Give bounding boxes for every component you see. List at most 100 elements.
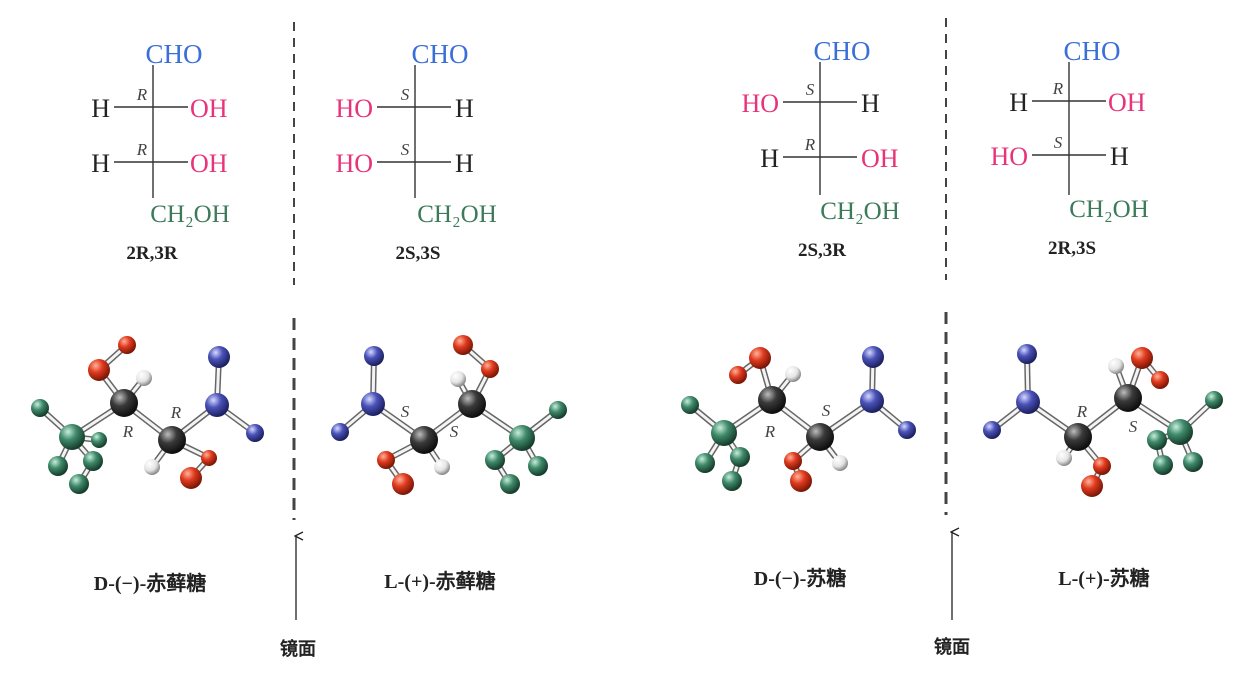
green-atom	[83, 451, 103, 471]
carbon-atom	[806, 423, 834, 451]
top-group: CHO	[411, 39, 468, 69]
green-atom	[69, 474, 89, 494]
fischer-projection-4: CHO H OH R HO H S CH₂OH 2R,3S	[990, 36, 1148, 259]
configuration-label: 2S,3S	[396, 243, 441, 264]
bottom-group: CH₂OH	[150, 201, 230, 228]
c3-config: S	[401, 140, 410, 159]
carbon-atom	[458, 390, 486, 418]
molecule-model-2: S S	[331, 335, 567, 495]
mirror-plane-1: 镜面	[280, 22, 316, 659]
c2-right-substituent: H	[861, 89, 880, 118]
c3-config: R	[136, 140, 148, 159]
green-atom	[48, 456, 68, 476]
c2-config: S	[401, 85, 410, 104]
blue-atom	[361, 392, 385, 416]
green-atom	[711, 420, 737, 446]
molecule-model-1: R R	[31, 336, 264, 494]
oxygen-atom	[784, 452, 802, 470]
compound-name-1: D-(−)-赤藓糖	[94, 571, 206, 595]
carbon-atom	[758, 386, 786, 414]
c2-config: S	[806, 80, 815, 99]
oxygen-atom	[1131, 347, 1153, 369]
carbon-atom	[410, 426, 438, 454]
mirror-label: 镜面	[280, 638, 316, 659]
green-atom	[1147, 430, 1167, 450]
oxygen-atom	[749, 347, 771, 369]
green-atom	[1153, 455, 1173, 475]
bottom-group: CH₂OH	[417, 201, 497, 228]
c2-right-substituent: H	[455, 94, 474, 123]
top-group: CHO	[145, 39, 202, 69]
configuration-label: 2R,3R	[126, 243, 177, 264]
c2-config: R	[1052, 79, 1064, 98]
blue-atom	[208, 346, 230, 368]
green-atom	[681, 396, 699, 414]
mirror-plane-2: 镜面	[934, 18, 970, 657]
hydrogen-atom	[785, 366, 801, 382]
green-atom	[485, 450, 505, 470]
blue-atom	[364, 346, 384, 366]
top-group: CHO	[1063, 36, 1120, 66]
atoms	[31, 336, 264, 494]
green-atom	[695, 453, 715, 473]
compound-name-2: L-(+)-赤藓糖	[384, 569, 495, 593]
c3-right-substituent: H	[455, 149, 474, 178]
fischer-projection-2: CHO HO H S HO H S CH₂OH 2S,3S	[335, 39, 496, 264]
c3-config: S	[1054, 133, 1063, 152]
oxygen-atom	[481, 360, 499, 378]
blue-atom	[1016, 390, 1040, 414]
fischer-projection-1: CHO H OH R H OH R CH₂OH 2R,3R	[91, 39, 230, 264]
green-atom	[1167, 419, 1193, 445]
green-atom	[1205, 391, 1223, 409]
compound-name-3: D-(−)-苏糖	[754, 566, 846, 590]
blue-atom	[1017, 344, 1037, 364]
blue-atom	[331, 423, 349, 441]
molecule-model-4: R S	[983, 344, 1223, 497]
hydrogen-atom	[434, 459, 450, 475]
blue-atom	[898, 421, 916, 439]
hydrogen-atom	[450, 371, 466, 387]
c2-right-substituent: OH	[1108, 88, 1146, 117]
hydrogen-atom	[1056, 450, 1072, 466]
green-atom	[500, 474, 520, 494]
stereocenter-a-config: R	[1076, 402, 1088, 421]
c3-right-substituent: H	[1110, 142, 1129, 171]
c2-left-substituent: HO	[741, 89, 779, 118]
oxygen-atom	[201, 450, 217, 466]
oxygen-atom	[1093, 457, 1111, 475]
c3-left-substituent: H	[91, 149, 110, 178]
c2-right-substituent: OH	[190, 94, 228, 123]
stereocenter-b-config: R	[170, 403, 182, 422]
atoms	[681, 346, 916, 492]
c2-left-substituent: HO	[335, 94, 373, 123]
blue-atom	[860, 389, 884, 413]
atoms	[331, 335, 567, 495]
oxygen-atom	[1081, 475, 1103, 497]
blue-atom	[246, 424, 264, 442]
bottom-group: CH₂OH	[1069, 196, 1149, 223]
oxygen-atom	[1151, 371, 1169, 389]
oxygen-atom	[180, 467, 202, 489]
carbon-atom	[110, 389, 138, 417]
compound-name-4: L-(+)-苏糖	[1058, 566, 1149, 590]
stereocenter-b-config: S	[450, 422, 459, 441]
stereocenter-a-config: R	[764, 422, 776, 441]
mirror-label: 镜面	[934, 636, 970, 657]
c3-left-substituent: HO	[990, 142, 1028, 171]
carbon-atom	[1114, 384, 1142, 412]
molecule-model-3: R S	[681, 346, 916, 492]
oxygen-atom	[377, 451, 395, 469]
green-atom	[91, 432, 107, 448]
stereocenter-b-config: S	[1129, 417, 1138, 436]
blue-atom	[862, 346, 884, 368]
oxygen-atom	[88, 359, 110, 381]
c3-right-substituent: OH	[861, 144, 899, 173]
green-atom	[722, 471, 742, 491]
green-atom	[31, 399, 49, 417]
stereocenter-b-config: S	[822, 401, 831, 420]
green-atom	[730, 447, 750, 467]
oxygen-atom	[392, 473, 414, 495]
c3-left-substituent: HO	[335, 149, 373, 178]
configuration-label: 2S,3R	[798, 240, 846, 261]
